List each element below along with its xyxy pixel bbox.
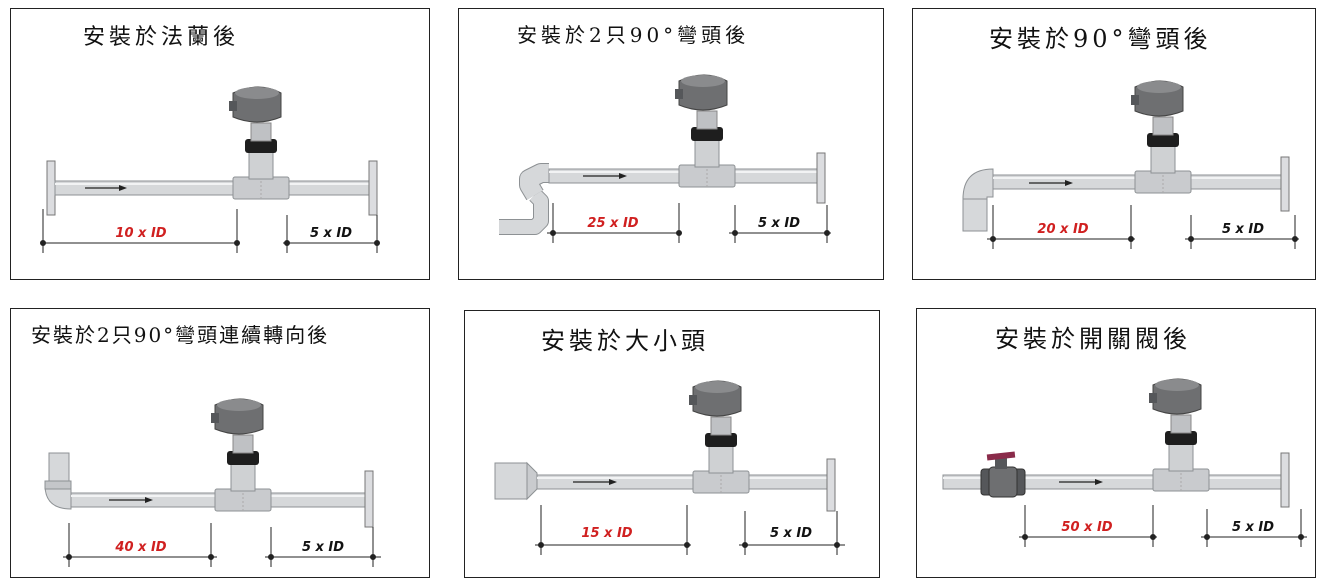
out-of-plane-elbows-icon	[44, 452, 72, 510]
upstream-label: 50 x ID	[1061, 520, 1112, 535]
upstream-label: 10 x ID	[115, 226, 166, 241]
panel-title: 安裝於2只90°彎頭後	[517, 23, 750, 47]
dimension-upstream	[535, 505, 691, 555]
downstream-label: 5 x ID	[770, 526, 812, 541]
upstream-label: 25 x ID	[587, 216, 638, 231]
panel-title: 安裝於2只90°彎頭連續轉向後	[31, 323, 330, 347]
flowmeter-sensor	[675, 74, 736, 188]
downstream-label: 5 x ID	[302, 540, 344, 555]
pipe-diagram: 15 x ID 5 x ID	[494, 380, 845, 555]
pipe-diagram: 50 x ID 5 x ID	[942, 378, 1307, 547]
flowmeter-sensor	[689, 380, 750, 494]
downstream-label: 5 x ID	[1232, 520, 1274, 535]
dimension-upstream	[547, 203, 682, 243]
flange-right	[368, 160, 378, 216]
dimension-upstream	[987, 205, 1135, 249]
dimension-downstream	[1185, 215, 1299, 249]
downstream-label: 5 x ID	[1222, 222, 1264, 237]
double-elbow-icon	[499, 163, 551, 235]
panel-title: 安裝於大小頭	[541, 327, 709, 355]
flowmeter-sensor	[1131, 80, 1192, 194]
dimension-downstream	[283, 215, 380, 253]
elbow-icon	[962, 168, 994, 232]
upstream-label: 40 x ID	[114, 540, 166, 555]
upstream-label: 15 x ID	[581, 526, 632, 541]
dimension-upstream	[1019, 505, 1157, 547]
flowmeter-sensor	[229, 86, 290, 200]
pipe-diagram: 25 x ID 5 x ID	[499, 74, 831, 243]
valve-icon	[980, 451, 1026, 498]
pipe-diagram: 20 x ID 5 x ID	[962, 80, 1299, 249]
upstream-label: 20 x ID	[1037, 222, 1088, 237]
flowmeter-sensor	[1149, 378, 1210, 492]
dimension-downstream	[1201, 509, 1307, 547]
panel-title: 安裝於法蘭後	[83, 25, 240, 50]
dimension-downstream	[265, 527, 381, 567]
panel-valve: 安裝於開關閥後 50 x ID	[916, 308, 1316, 578]
flange-icon	[46, 160, 56, 216]
panel-title: 安裝於開關閥後	[995, 325, 1191, 353]
panel-out-of-plane-elbows: 安裝於2只90°彎頭連續轉向後 40 x ID	[10, 308, 430, 578]
panel-double-elbow: 安裝於2只90°彎頭後 25 x ID	[458, 8, 884, 280]
downstream-label: 5 x ID	[758, 216, 800, 231]
dimension-downstream	[739, 511, 845, 555]
panel-title: 安裝於90°彎頭後	[989, 25, 1212, 53]
panel-reducer: 安裝於大小頭 15 x ID	[464, 310, 880, 578]
flowmeter-sensor	[211, 398, 272, 512]
pipe-diagram: 10 x ID 5 x ID	[40, 86, 380, 253]
panel-flange: 安裝於法蘭後 10 x ID	[10, 8, 430, 280]
downstream-label: 5 x ID	[310, 226, 352, 241]
dimension-downstream	[729, 205, 831, 243]
panel-elbow: 安裝於90°彎頭後 20 x ID	[912, 8, 1316, 280]
dimension-upstream	[40, 209, 240, 253]
pipe-diagram: 40 x ID 5 x ID	[44, 398, 381, 567]
dimension-upstream	[63, 523, 217, 567]
reducer-icon	[494, 461, 538, 501]
